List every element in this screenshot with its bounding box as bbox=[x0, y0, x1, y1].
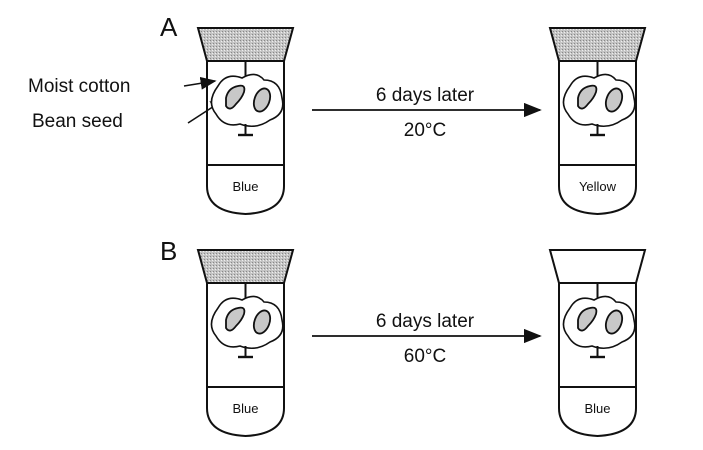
callout-arrow-cotton bbox=[183, 76, 217, 90]
stopper bbox=[196, 27, 295, 62]
bean-seed bbox=[225, 306, 246, 332]
bean-seed bbox=[252, 309, 272, 335]
stopper bbox=[548, 249, 647, 284]
panel-label-a: A bbox=[160, 12, 178, 42]
test-tube-a-after: Yellow bbox=[548, 27, 647, 216]
arrow-b-temperature: 60°C bbox=[404, 346, 446, 367]
panel-label-b: B bbox=[160, 236, 177, 266]
liquid-color-label: Blue bbox=[232, 401, 258, 416]
liquid-color-label: Blue bbox=[584, 401, 610, 416]
arrow-a-duration: 6 days later bbox=[376, 85, 475, 106]
arrow-a: 6 days later 20°C bbox=[312, 85, 542, 141]
bean-seed bbox=[225, 84, 246, 110]
test-tube-b-after: Blue bbox=[548, 249, 647, 438]
bean-seed bbox=[252, 87, 272, 113]
bean-seed bbox=[604, 87, 624, 113]
callout-bean-seed: Bean seed bbox=[32, 111, 123, 132]
tube-body bbox=[558, 61, 637, 216]
liquid-color-label: Yellow bbox=[579, 179, 617, 194]
tube-body bbox=[206, 61, 285, 216]
tube-body bbox=[558, 283, 637, 438]
bean-seed bbox=[604, 309, 624, 335]
arrow-b: 6 days later 60°C bbox=[312, 311, 542, 367]
stopper bbox=[196, 249, 295, 284]
arrow-b-duration: 6 days later bbox=[376, 311, 475, 332]
moist-cotton bbox=[210, 295, 284, 350]
moist-cotton bbox=[210, 73, 284, 128]
callout-moist-cotton: Moist cotton bbox=[28, 76, 130, 97]
tube-body bbox=[206, 283, 285, 438]
test-tube-b-before: Blue bbox=[196, 249, 295, 438]
arrow-a-temperature: 20°C bbox=[404, 120, 446, 141]
bean-seed bbox=[577, 84, 598, 110]
test-tube-a-before: Blue bbox=[196, 27, 295, 216]
liquid-color-label: Blue bbox=[232, 179, 258, 194]
bean-seed bbox=[577, 306, 598, 332]
moist-cotton bbox=[562, 73, 636, 128]
moist-cotton bbox=[562, 295, 636, 350]
stopper bbox=[548, 27, 647, 62]
